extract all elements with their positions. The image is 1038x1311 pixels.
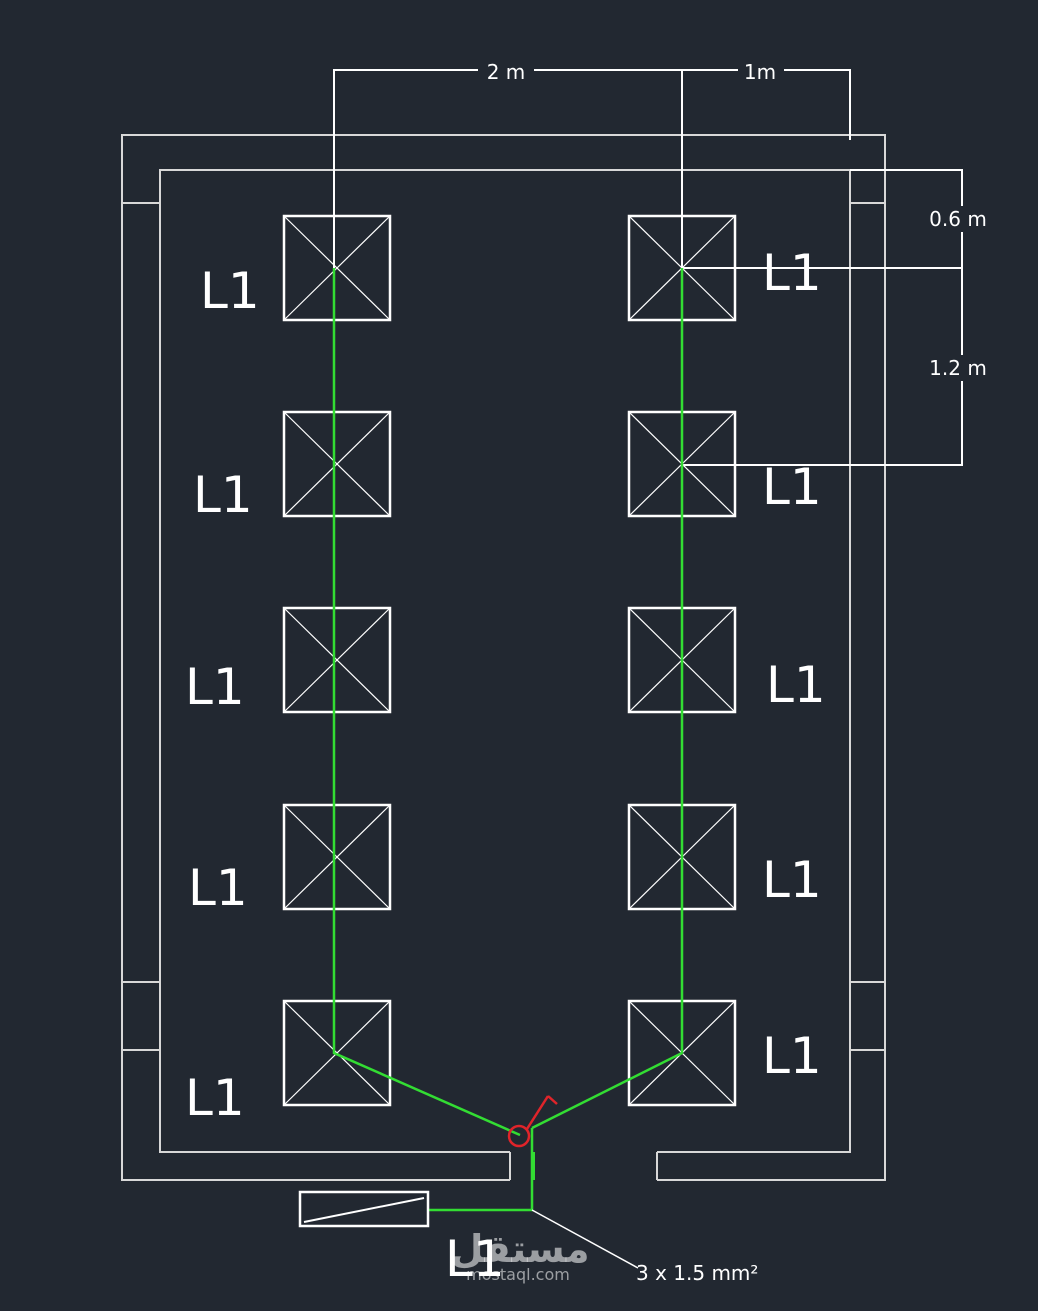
light-fixture-box bbox=[282, 606, 392, 714]
left-circuit-wire bbox=[332, 268, 521, 1137]
cable-leader-line bbox=[531, 1209, 639, 1269]
light-fixture-label: L1 bbox=[766, 656, 826, 714]
outer-wall bbox=[121, 134, 886, 1181]
light-fixture-box bbox=[282, 410, 392, 518]
light-fixture-label: L1 bbox=[185, 1069, 245, 1127]
light-fixture-label: L1 bbox=[762, 1027, 822, 1085]
dimension-labels: 2 m 1m 0.6 m 1.2 m bbox=[478, 60, 996, 381]
light-fixture-label: L1 bbox=[185, 658, 245, 716]
side-dimension-line bbox=[682, 169, 963, 466]
light-fixture-cross bbox=[283, 804, 391, 910]
dimension-label-1-2m: 1.2 m bbox=[929, 356, 987, 380]
room-walls bbox=[121, 134, 886, 1181]
light-fixture-box bbox=[282, 803, 392, 911]
light-fixture-cross bbox=[283, 607, 391, 713]
light-fixture-label: L1 bbox=[762, 244, 822, 302]
dimension-label-2m: 2 m bbox=[487, 60, 526, 84]
dimension-label-1m: 1m bbox=[744, 60, 776, 84]
inner-wall bbox=[159, 169, 851, 1153]
light-fixture-box bbox=[282, 214, 392, 322]
light-fixture-cross bbox=[283, 215, 391, 321]
switch-arm bbox=[525, 1095, 550, 1130]
panel-box bbox=[298, 1190, 430, 1228]
panel-diagonal bbox=[303, 1197, 425, 1223]
light-fixture-label: L1 bbox=[188, 859, 248, 917]
top-dimension-line bbox=[333, 69, 851, 268]
watermark-domain: mostaql.com bbox=[466, 1265, 570, 1284]
watermark: مستقل mostaql.com bbox=[451, 1227, 590, 1284]
light-fixture-label: L1 bbox=[762, 851, 822, 909]
switch-symbol bbox=[507, 1124, 531, 1148]
distribution-panel bbox=[298, 1190, 430, 1228]
light-switch bbox=[507, 1095, 558, 1148]
dimension-lines bbox=[333, 69, 963, 466]
light-fixture-label: L1 bbox=[193, 466, 253, 524]
light-fixture-label: L1 bbox=[200, 262, 260, 320]
light-fixture-cross bbox=[283, 411, 391, 517]
cable-annotation: 3 x 1.5 mm² bbox=[531, 1209, 758, 1285]
feeder-wire bbox=[428, 1128, 534, 1212]
light-fixture-box bbox=[282, 999, 392, 1107]
dimension-label-0-6m: 0.6 m bbox=[929, 207, 987, 231]
right-circuit-wire bbox=[531, 268, 684, 1130]
cable-label: 3 x 1.5 mm² bbox=[636, 1261, 758, 1285]
panel-label: L1 bbox=[445, 1230, 505, 1288]
watermark-arabic: مستقل bbox=[451, 1227, 590, 1271]
switch-arm-tick bbox=[547, 1095, 558, 1105]
light-fixture-label: L1 bbox=[762, 458, 822, 516]
